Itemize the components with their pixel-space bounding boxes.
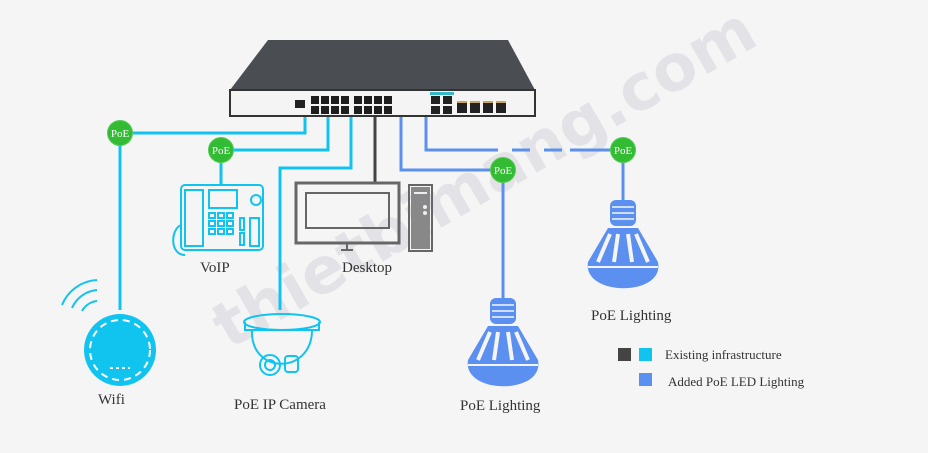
switch-port [354,96,362,104]
switch-port [374,96,382,104]
poe-badge-lighting-1: PoE [490,157,516,183]
led-bulb-icon-2 [587,200,659,289]
label-wifi: Wifi [98,392,125,408]
legend-swatch-cyan [639,348,652,361]
ip-camera-icon [243,313,321,376]
switch-port [341,106,349,114]
switch-port [341,96,349,104]
switch-port [321,96,329,104]
label-camera: PoE IP Camera [234,397,326,413]
wifi-signal-icon [61,279,98,312]
label-voip: VoIP [200,260,230,276]
led-bulb-icon-1 [467,298,539,387]
poe-switch [229,40,536,117]
legend-swatch-dark [618,348,631,361]
switch-port [311,96,319,104]
poe-badge-lighting-2: PoE [610,137,636,163]
switch-port [384,106,392,114]
label-lighting-2: PoE Lighting [591,308,672,324]
poe-badge-wifi: PoE [107,120,133,146]
poe-badge-voip: PoE [208,137,234,163]
existing-links [118,117,353,310]
legend-swatch-blue [639,373,652,386]
switch-port [364,106,372,114]
legend-existing-label: Existing infrastructure [665,347,782,362]
label-lighting-1: PoE Lighting [460,398,541,414]
switch-port [364,96,372,104]
switch-port [331,106,339,114]
switch-port [354,106,362,114]
wifi-access-point-icon [84,314,156,386]
legend-added-label: Added PoE LED Lighting [668,374,805,389]
switch-port [311,106,319,114]
voip-phone-icon [172,184,264,256]
switch-port [384,96,392,104]
switch-port [321,106,329,114]
switch-port [374,106,382,114]
switch-port [331,96,339,104]
label-desktop: Desktop [342,260,392,276]
desktop-icon [294,181,433,252]
